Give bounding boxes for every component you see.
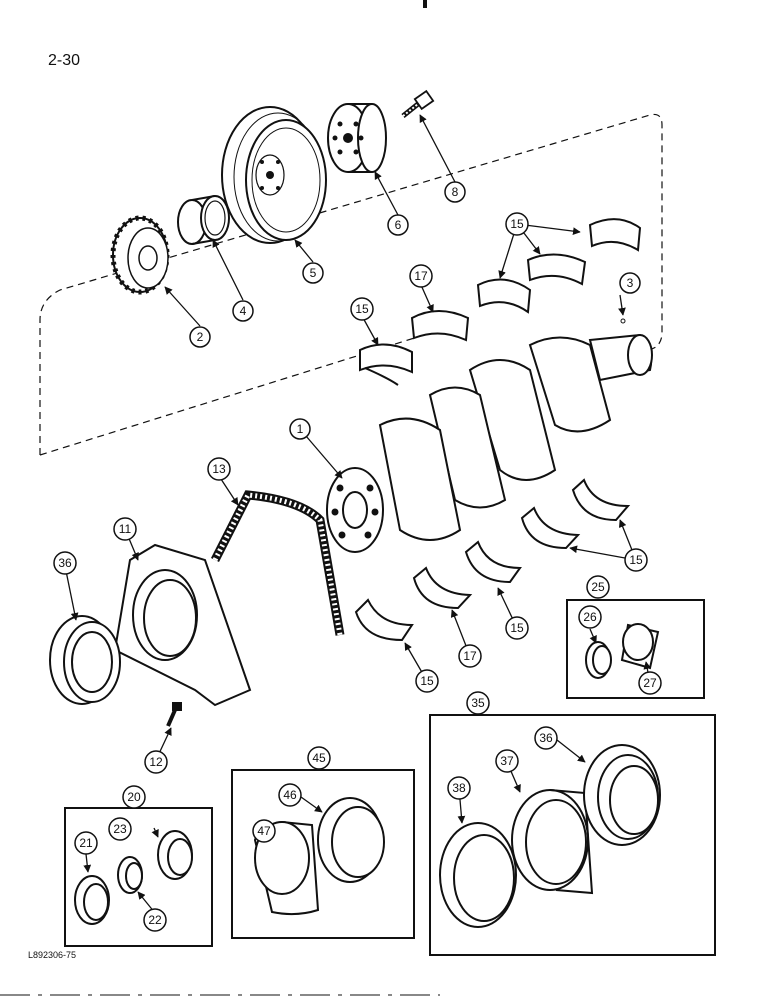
callout-13: 13 [207, 457, 231, 481]
callout-label: 13 [212, 462, 226, 476]
callout-label: 1 [297, 422, 304, 436]
callout-47: 47 [252, 819, 276, 843]
callout-label: 38 [452, 781, 466, 795]
dashed-group-outline [39, 113, 663, 455]
callout-3: 3 [619, 272, 641, 294]
pulley [221, 106, 327, 244]
callout-label: 12 [149, 755, 163, 769]
callout-5: 5 [302, 262, 324, 284]
callout-label: 20 [127, 790, 141, 804]
callout-15: 15 [505, 616, 529, 640]
callout-25: 25 [586, 575, 610, 599]
callout-label: 36 [539, 731, 553, 745]
rear-gasket [210, 490, 345, 636]
callout-2: 2 [189, 326, 211, 348]
callout-label: 11 [119, 522, 132, 536]
callout-45: 45 [307, 746, 331, 770]
callout-15: 15 [350, 297, 374, 321]
callout-4: 4 [232, 300, 254, 322]
callout-15: 15 [415, 669, 439, 693]
callout-35: 35 [466, 691, 490, 715]
callout-label: 27 [643, 676, 657, 690]
kit-45-parts [253, 797, 385, 916]
callout-label: 5 [310, 266, 317, 280]
callout-1: 1 [289, 418, 311, 440]
callout-38: 38 [447, 776, 471, 800]
callout-label: 36 [58, 556, 72, 570]
callout-22: 22 [143, 908, 167, 932]
callout-15: 15 [624, 548, 648, 572]
callout-37: 37 [495, 749, 519, 773]
callout-label: 15 [355, 302, 369, 316]
crankshaft [326, 333, 653, 553]
callout-label: 46 [283, 788, 297, 802]
page-number: 2-30 [48, 52, 81, 69]
callout-label: 17 [463, 649, 477, 663]
callout-label: 35 [471, 696, 485, 710]
housing-screw [166, 702, 182, 727]
callout-17: 17 [409, 264, 433, 288]
callout-36: 36 [53, 551, 77, 575]
callout-label: 17 [414, 269, 428, 283]
kit-box-45 [231, 769, 415, 939]
callout-20: 20 [122, 785, 146, 809]
callout-label: 2 [197, 330, 204, 344]
callout-12: 12 [144, 750, 168, 774]
callout-label: 15 [510, 621, 524, 635]
damper-hub [327, 103, 387, 173]
callout-label: 6 [395, 218, 402, 232]
callout-label: 15 [510, 217, 524, 231]
callout-label: 37 [500, 754, 514, 768]
kit-35-parts [439, 744, 661, 928]
callout-label: 22 [148, 913, 162, 927]
callout-label: 25 [591, 580, 605, 594]
callout-23: 23 [108, 817, 132, 841]
callout-label: 45 [312, 751, 326, 765]
sleeve-ring [177, 195, 230, 245]
callout-label: 23 [113, 822, 127, 836]
kit-25-parts [585, 623, 660, 679]
callout-26: 26 [578, 605, 602, 629]
callout-label: 47 [257, 824, 271, 838]
callout-label: 15 [420, 674, 434, 688]
callout-27: 27 [638, 671, 662, 695]
callouts: 1 2 3 4 5 6 8 11 12 13 15 15 15 15 15 15… [53, 181, 662, 932]
kit-box-35 [429, 714, 716, 956]
kit-box-20 [64, 807, 213, 947]
callout-label: 8 [452, 185, 459, 199]
callout-46: 46 [278, 783, 302, 807]
callout-label: 4 [240, 304, 247, 318]
callout-11: 11 [113, 517, 137, 541]
callout-label: 15 [629, 553, 643, 567]
bearing-shells-upper [359, 218, 642, 386]
crank-gear [110, 215, 170, 295]
seal-housing [113, 543, 252, 707]
callout-8: 8 [444, 181, 466, 203]
rear-seal [49, 615, 121, 705]
figure-code: L892306-75 [28, 950, 77, 960]
callout-6: 6 [387, 214, 409, 236]
bearing-shells-lower [354, 478, 631, 642]
kit-20-parts [74, 830, 193, 925]
callout-17: 17 [458, 644, 482, 668]
callout-label: 21 [79, 836, 93, 850]
callout-label: 3 [627, 276, 634, 290]
callout-36: 36 [534, 726, 558, 750]
callout-15: 15 [505, 212, 529, 236]
dowel-pin [620, 318, 626, 324]
pulley-bolt [401, 89, 435, 118]
callout-21: 21 [74, 831, 98, 855]
kit-box-25 [566, 599, 705, 699]
callout-label: 26 [583, 610, 597, 624]
